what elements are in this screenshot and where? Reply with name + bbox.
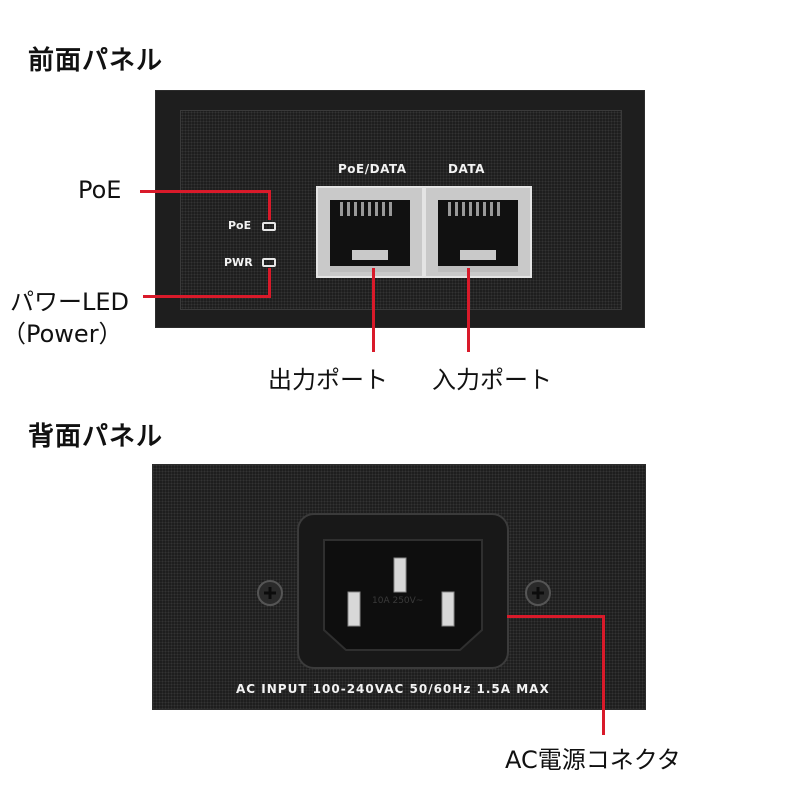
- poe-led-indicator: [262, 222, 276, 231]
- callout-ac-connector: AC電源コネクタ: [505, 746, 681, 774]
- callout-line-ac-connector: [602, 615, 605, 735]
- callout-line-power-led: [268, 268, 271, 298]
- callout-power-led-sub: （Power）: [2, 320, 123, 348]
- ac-inlet-connector: [297, 513, 509, 669]
- callout-poe: PoE: [78, 176, 122, 204]
- led-label-poe: PoE: [228, 219, 252, 232]
- callout-line-power-led: [143, 295, 271, 298]
- callout-power-led: パワーLED: [10, 288, 130, 316]
- screw-icon: [257, 580, 283, 606]
- rj45-jack-icon: [438, 200, 518, 272]
- inlet-rating-marking: 10A 250V~: [372, 596, 424, 606]
- callout-line-poe: [140, 190, 270, 193]
- back-panel-title: 背面パネル: [28, 422, 164, 452]
- port-label-poe-data: PoE/DATA: [338, 162, 407, 176]
- led-label-pwr: PWR: [224, 256, 253, 269]
- output-port-rj45: [316, 186, 424, 278]
- callout-line-ac-connector: [507, 615, 605, 618]
- rj45-jack-icon: [330, 200, 410, 272]
- callout-line-output-port: [372, 268, 375, 352]
- port-label-data: DATA: [448, 162, 485, 176]
- callout-line-input-port: [467, 268, 470, 352]
- callout-output-port: 出力ポート: [268, 366, 388, 394]
- callout-line-poe: [268, 190, 271, 220]
- screw-icon: [525, 580, 551, 606]
- ac-input-rating: AC INPUT 100-240VAC 50/60Hz 1.5A MAX: [236, 682, 550, 696]
- power-led-indicator: [262, 258, 276, 267]
- callout-input-port: 入力ポート: [432, 366, 552, 394]
- input-port-rj45: [424, 186, 532, 278]
- front-panel-title: 前面パネル: [28, 46, 164, 76]
